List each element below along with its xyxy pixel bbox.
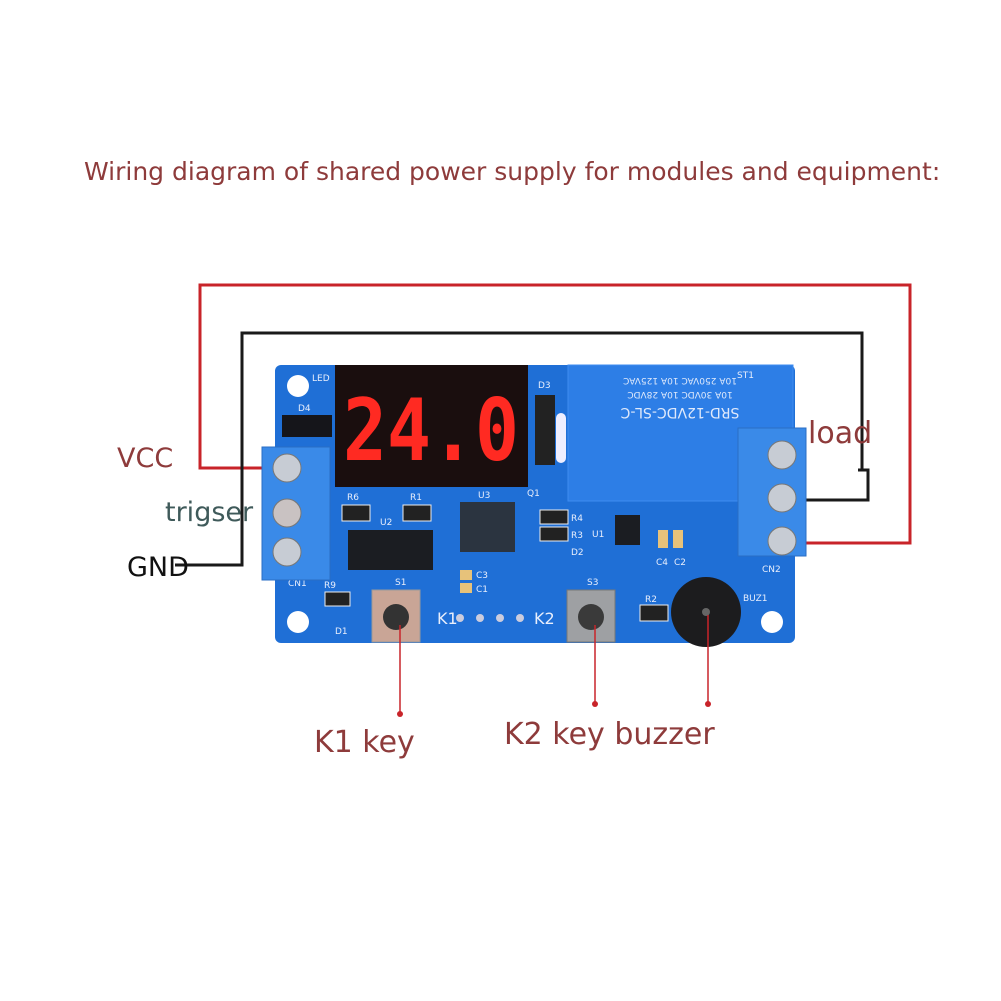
silk-label: S3 (587, 578, 598, 588)
buzzer (671, 577, 741, 647)
mount-hole (761, 611, 783, 633)
load-label: load (808, 416, 872, 451)
silk-label: LED (312, 374, 330, 384)
display-value: 24.0 (343, 381, 519, 481)
input-terminal-cn1 (261, 446, 331, 581)
diode-d4 (282, 415, 332, 437)
output-terminal-cn2 (737, 427, 807, 557)
silk-label: Q1 (527, 489, 540, 499)
silk-label: R4 (571, 514, 583, 524)
load-screw-com[interactable] (767, 483, 797, 513)
load-screw-no[interactable] (767, 526, 797, 556)
seven-segment-display: 24.0 (335, 365, 528, 487)
silk-label: C4 (656, 558, 668, 568)
chip-u3 (460, 502, 515, 552)
silk-label: D3 (538, 381, 551, 391)
vcc-label: VCC (117, 443, 173, 474)
silk-label: R1 (410, 493, 422, 503)
silk-label: D1 (335, 627, 348, 637)
gnd-screw[interactable] (272, 537, 302, 567)
buzzer-pointer-dot (705, 701, 711, 707)
mount-hole (287, 611, 309, 633)
vcc-wire-red (198, 283, 912, 545)
silk-label: U1 (592, 530, 604, 540)
relay-model: SRD-12VDC-SL-C (620, 404, 739, 420)
capacitor-c1 (460, 583, 472, 593)
mount-hole (287, 375, 309, 397)
silk-label: R2 (645, 595, 657, 605)
k1-key-label: K1 key (314, 725, 415, 760)
silk-label: C2 (674, 558, 686, 568)
resistor-r6 (341, 504, 371, 522)
vcc-screw[interactable] (272, 453, 302, 483)
gnd-label: GND (127, 552, 189, 583)
k1-pointer-dot (397, 711, 403, 717)
silk-label: C1 (476, 585, 488, 595)
silk-label: R6 (347, 493, 359, 503)
k1-button-s1[interactable] (371, 589, 421, 643)
resistor-r2 (639, 604, 669, 622)
silk-label: S1 (395, 578, 406, 588)
silk-label: R9 (324, 581, 336, 591)
pin-pad (456, 614, 464, 622)
diode-band (556, 413, 566, 463)
diagram-title: Wiring diagram of shared power supply fo… (84, 157, 940, 186)
silk-label-k1: K1 (437, 609, 458, 628)
trigger-screw[interactable] (272, 498, 302, 528)
silk-label: CN2 (762, 565, 781, 575)
silk-label: U2 (380, 518, 392, 528)
relay-rating: 10A 250VAC 10A 125VAC (623, 375, 737, 385)
trigger-label: trigser (165, 497, 254, 528)
k2-pointer-dot (592, 701, 598, 707)
k2-button-s3[interactable] (566, 589, 616, 643)
gnd-wire-black (175, 331, 864, 567)
silk-label: C3 (476, 571, 488, 581)
pin-pad (496, 614, 504, 622)
silk-label: D2 (571, 548, 584, 558)
silk-label: R3 (571, 531, 583, 541)
resistor-r4 (539, 509, 569, 525)
optocoupler-u2 (348, 530, 433, 570)
resistor-r1 (402, 504, 432, 522)
silk-label: BUZ1 (743, 594, 768, 604)
capacitor-c2 (673, 530, 683, 548)
silk-label: ST1 (737, 371, 754, 381)
regulator-u1 (615, 515, 640, 545)
silk-label: D4 (298, 404, 311, 414)
capacitor-c4 (658, 530, 668, 548)
pin-pad (516, 614, 524, 622)
k2-key-buzzer-label: K2 key buzzer (504, 717, 715, 752)
silk-label: U3 (478, 491, 490, 501)
pin-pad (476, 614, 484, 622)
resistor-r9 (324, 591, 351, 607)
capacitor-c3 (460, 570, 472, 580)
diode-d3 (535, 395, 555, 465)
load-wire-black (795, 468, 870, 502)
relay-board: 24.0 SRD-12VDC-SL-C 10A 30VDC 10A 28VDC … (275, 364, 795, 647)
silk-label-k2: K2 (534, 609, 555, 628)
load-screw-nc[interactable] (767, 440, 797, 470)
resistor-r3 (539, 526, 569, 542)
relay-rating: 10A 30VDC 10A 28VDC (627, 389, 732, 399)
silk-label: CN1 (288, 579, 307, 589)
